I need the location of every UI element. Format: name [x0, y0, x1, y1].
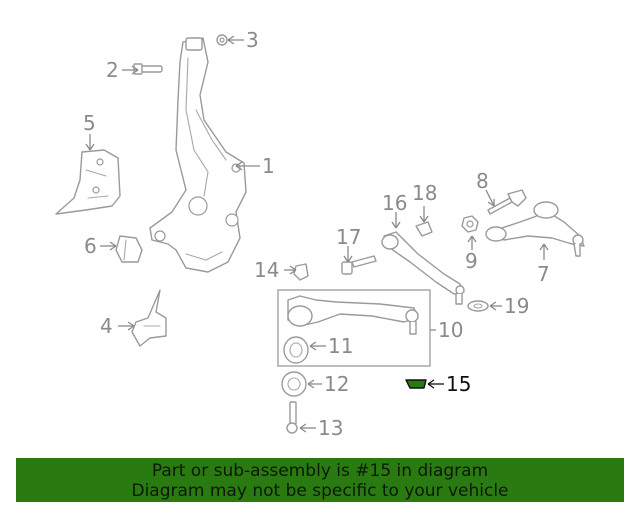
- part-6-bushing[interactable]: [115, 235, 143, 263]
- part-10-lower-control-arm-assembly[interactable]: [277, 289, 431, 367]
- callout-18: 18: [412, 181, 437, 205]
- callout-17: 17: [336, 225, 361, 249]
- callout-3: 3: [246, 28, 259, 52]
- part-13-bolt[interactable]: [286, 401, 298, 434]
- part-12-bushing[interactable]: [281, 371, 307, 397]
- info-banner: Part or sub-assembly is #15 in diagram D…: [16, 458, 624, 502]
- part-16-lower-arm[interactable]: [381, 231, 465, 305]
- leader-lines: [85, 35, 549, 433]
- part-18-nut[interactable]: [415, 221, 433, 237]
- part-15-highlighted[interactable]: [405, 379, 427, 389]
- part-1-steering-knuckle[interactable]: [149, 37, 247, 273]
- callout-labels: 1 2 3 4 5 6 7 8 9 10 11 12 13 14 15 16 1…: [83, 28, 550, 440]
- callout-14: 14: [254, 258, 279, 282]
- part-7-upper-control-arm[interactable]: [485, 201, 585, 257]
- part-17-bolt[interactable]: [341, 255, 377, 275]
- part-4-bracket[interactable]: [131, 289, 167, 347]
- callout-12: 12: [324, 372, 349, 396]
- part-14-clip[interactable]: [293, 263, 309, 281]
- callout-13: 13: [318, 416, 343, 440]
- part-11-bushing[interactable]: [283, 336, 309, 364]
- banner-line-2: Diagram may not be specific to your vehi…: [131, 481, 509, 501]
- callout-7: 7: [537, 262, 550, 286]
- callout-11: 11: [328, 334, 353, 358]
- callout-9: 9: [465, 249, 478, 273]
- part-2-bolt[interactable]: [133, 63, 163, 75]
- callout-1: 1: [262, 154, 275, 178]
- part-5-shield[interactable]: [55, 149, 121, 215]
- callout-4: 4: [100, 314, 113, 338]
- part-3-nut[interactable]: [216, 34, 228, 46]
- callout-16: 16: [382, 191, 407, 215]
- callout-5: 5: [83, 111, 96, 135]
- callout-8: 8: [476, 169, 489, 193]
- callout-15: 15: [446, 372, 471, 396]
- callout-10: 10: [438, 318, 463, 342]
- callout-19: 19: [504, 294, 529, 318]
- callout-6: 6: [84, 234, 97, 258]
- part-9-nut[interactable]: [461, 215, 479, 233]
- banner-line-1: Part or sub-assembly is #15 in diagram: [151, 461, 489, 481]
- part-8-bolt[interactable]: [487, 189, 527, 215]
- part-19-washer[interactable]: [467, 300, 489, 312]
- callout-2: 2: [106, 58, 119, 82]
